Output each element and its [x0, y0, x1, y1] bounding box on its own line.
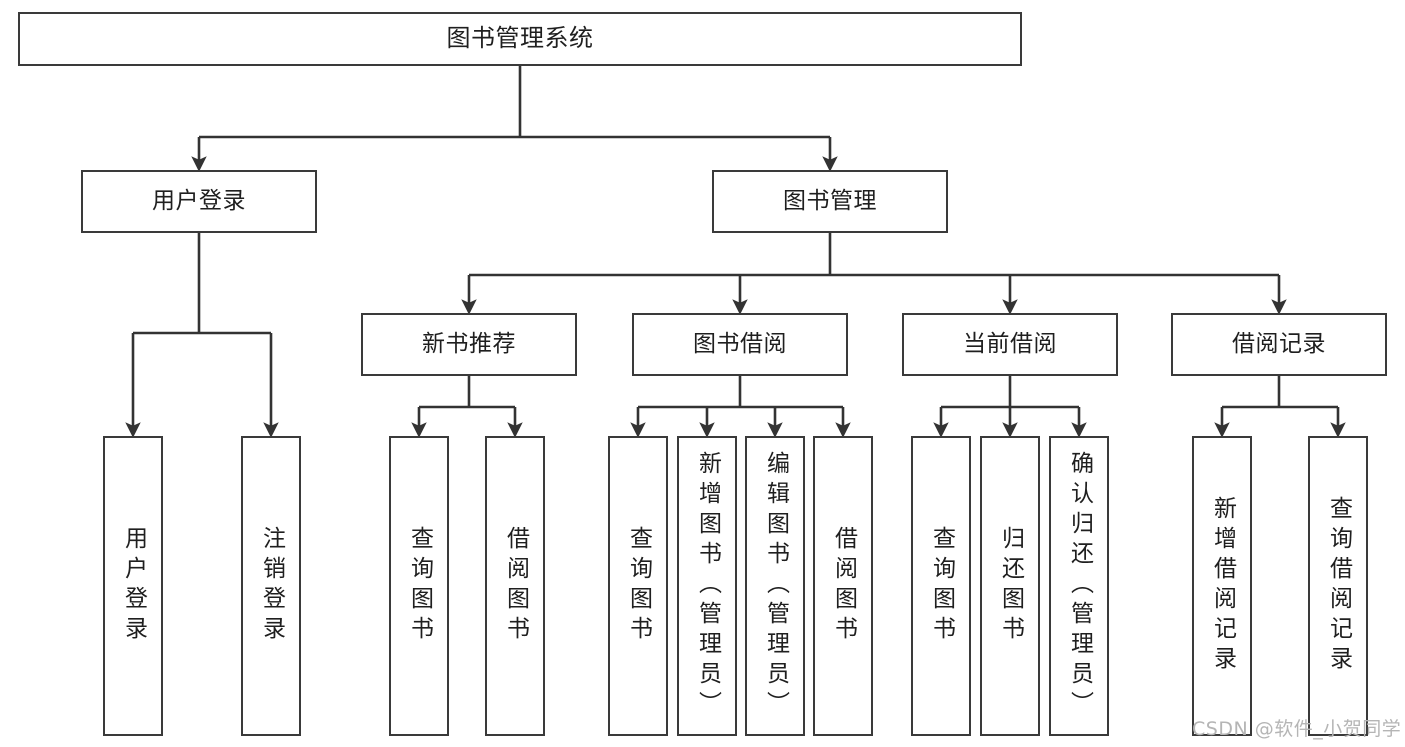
node-leaf-edit-book-admin[interactable]: 编辑图书（管理员）	[745, 436, 805, 736]
node-leaf-user-logout[interactable]: 注销登录	[241, 436, 301, 736]
node-label: 查询图书	[406, 526, 433, 646]
node-leaf-borrow-book-2[interactable]: 借阅图书	[813, 436, 873, 736]
node-leaf-add-book-admin[interactable]: 新增图书（管理员）	[677, 436, 737, 736]
node-book-borrow[interactable]: 图书借阅	[632, 313, 848, 376]
node-label: 用户登录	[152, 188, 246, 215]
node-label: 查询图书	[625, 526, 652, 646]
node-leaf-return-book[interactable]: 归还图书	[980, 436, 1040, 736]
node-book-management[interactable]: 图书管理	[712, 170, 948, 233]
node-label: 确认归还（管理员）	[1066, 451, 1093, 721]
node-current-borrow[interactable]: 当前借阅	[902, 313, 1118, 376]
node-label: 借阅图书	[502, 526, 529, 646]
node-borrow-record[interactable]: 借阅记录	[1171, 313, 1387, 376]
node-label: 图书管理	[783, 188, 877, 215]
node-label: 新增图书（管理员）	[694, 451, 721, 721]
node-leaf-query-book-1[interactable]: 查询图书	[389, 436, 449, 736]
node-label: 当前借阅	[963, 331, 1057, 358]
node-new-book-recommend[interactable]: 新书推荐	[361, 313, 577, 376]
node-label: 注销登录	[258, 526, 285, 646]
node-label: 新增借阅记录	[1209, 496, 1236, 676]
node-leaf-query-borrow-record[interactable]: 查询借阅记录	[1308, 436, 1368, 736]
node-label: 图书借阅	[693, 331, 787, 358]
node-label: 用户登录	[120, 526, 147, 646]
node-label: 查询图书	[928, 526, 955, 646]
node-label: 借阅图书	[830, 526, 857, 646]
node-leaf-query-book-3[interactable]: 查询图书	[911, 436, 971, 736]
node-leaf-add-borrow-record[interactable]: 新增借阅记录	[1192, 436, 1252, 736]
node-root-book-management-system[interactable]: 图书管理系统	[18, 12, 1022, 66]
node-leaf-query-book-2[interactable]: 查询图书	[608, 436, 668, 736]
node-leaf-confirm-return-admin[interactable]: 确认归还（管理员）	[1049, 436, 1109, 736]
node-label: 查询借阅记录	[1325, 496, 1352, 676]
node-label: 归还图书	[997, 526, 1024, 646]
node-label: 图书管理系统	[446, 24, 594, 53]
node-label: 新书推荐	[422, 331, 516, 358]
node-label: 借阅记录	[1232, 331, 1326, 358]
node-leaf-borrow-book-1[interactable]: 借阅图书	[485, 436, 545, 736]
node-user-login[interactable]: 用户登录	[81, 170, 317, 233]
node-leaf-user-login[interactable]: 用户登录	[103, 436, 163, 736]
node-label: 编辑图书（管理员）	[762, 451, 789, 721]
csdn-watermark: CSDN @软件_小贺同学	[1192, 718, 1402, 740]
